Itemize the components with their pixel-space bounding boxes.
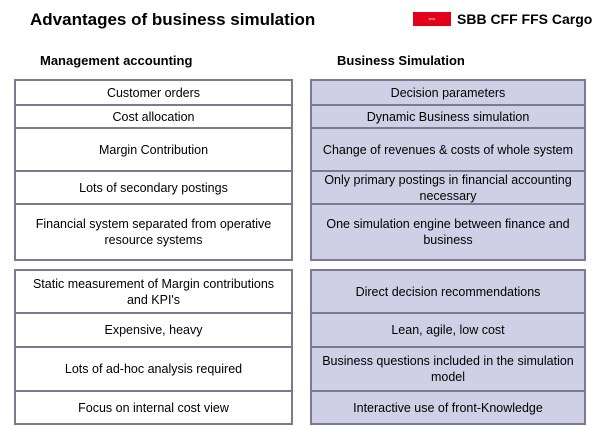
right-cell: Only primary postings in financial accou… — [310, 170, 586, 205]
sbb-logo: ⇔ SBB CFF FFS Cargo — [413, 11, 592, 27]
left-cell: Customer orders — [14, 79, 293, 106]
sbb-arrows-icon: ⇔ — [413, 12, 451, 26]
right-column-heading: Business Simulation — [337, 53, 465, 68]
right-cell: Lean, agile, low cost — [310, 312, 586, 348]
left-cell: Focus on internal cost view — [14, 390, 293, 425]
left-cell: Lots of secondary postings — [14, 170, 293, 205]
right-cell: Business questions included in the simul… — [310, 346, 586, 392]
logo-text: SBB CFF FFS Cargo — [457, 11, 593, 27]
right-cell: Decision parameters — [310, 79, 586, 106]
left-cell: Expensive, heavy — [14, 312, 293, 348]
left-cell: Static measurement of Margin contributio… — [14, 269, 293, 314]
right-cell: Change of revenues & costs of whole syst… — [310, 127, 586, 172]
slide-title: Advantages of business simulation — [30, 10, 316, 29]
left-cell: Lots of ad-hoc analysis required — [14, 346, 293, 392]
left-cell: Financial system separated from operativ… — [14, 203, 293, 261]
left-column-heading: Management accounting — [40, 53, 193, 68]
right-cell: Dynamic Business simulation — [310, 104, 586, 129]
left-cell: Margin Contribution — [14, 127, 293, 172]
right-cell: Direct decision recommendations — [310, 269, 586, 314]
left-cell: Cost allocation — [14, 104, 293, 129]
right-cell: Interactive use of front-Knowledge — [310, 390, 586, 425]
right-cell: One simulation engine between finance an… — [310, 203, 586, 261]
